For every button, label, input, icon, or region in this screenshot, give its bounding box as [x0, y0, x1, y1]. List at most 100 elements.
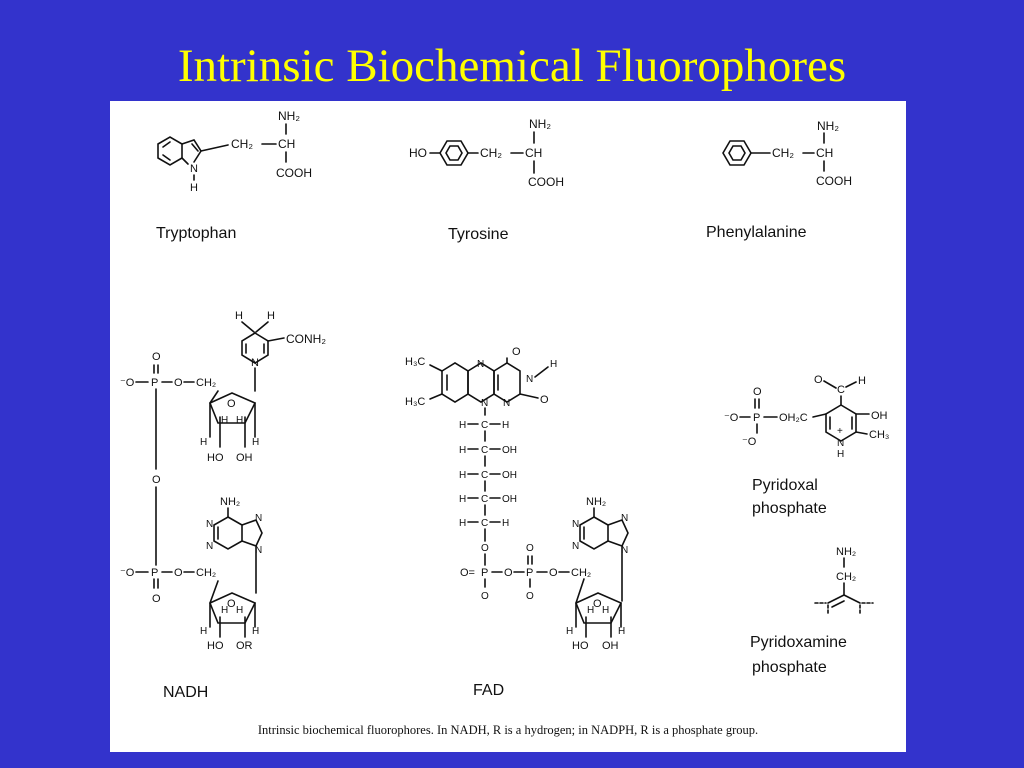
fad-o: O: [526, 543, 534, 554]
fad-h: H: [459, 518, 466, 529]
fad-p: P: [526, 567, 533, 579]
tryptophan-pyrrole-ring: [181, 139, 202, 163]
pyridoxal-p: P: [753, 412, 760, 424]
nadh-h: H: [200, 437, 207, 448]
fad-label: FAD: [473, 682, 504, 699]
nadh-n: N: [255, 513, 262, 524]
figure-caption: Intrinsic biochemical fluorophores. In N…: [257, 723, 759, 737]
fad-ribityl-chain: H C H H C OH H C OH H C OH H: [459, 420, 517, 542]
pyridoxal-bond: [812, 413, 827, 418]
tryptophan-inner-bond: [191, 143, 199, 152]
nadh-ch2: CH₂: [196, 377, 216, 389]
fad-n: N: [621, 545, 628, 556]
fad-bond: [575, 578, 585, 604]
pyridoxal-h: H: [858, 375, 866, 387]
nadh-h: H: [221, 605, 228, 616]
tryptophan-ring-bond: [181, 157, 189, 165]
tryptophan-ch: CH: [278, 137, 295, 151]
fad-h: H: [502, 420, 509, 431]
fad-oh: OH: [502, 494, 517, 505]
fad-h: H: [618, 626, 625, 637]
fad-h: H: [566, 626, 573, 637]
phenylalanine-inner-ring: [728, 145, 746, 161]
pyridoxamine-ring-fragment: [831, 600, 845, 608]
fad-h3c: H₃C: [405, 396, 425, 408]
nadh-bond: [209, 580, 219, 604]
nadh-n: N: [206, 541, 213, 552]
tyrosine-nh2: NH₂: [529, 117, 551, 131]
fad-n: N: [572, 519, 579, 530]
nadh-or: OR: [236, 640, 253, 652]
nadh-bond: [267, 337, 285, 342]
fad-nh2: NH₂: [586, 496, 606, 508]
fad-oh: OH: [502, 445, 517, 456]
pyridoxal-double-bond: [823, 380, 837, 389]
fad-o: O: [593, 598, 602, 610]
phenylalanine-nh2: NH₂: [817, 119, 839, 133]
nadh-o: O: [152, 474, 161, 486]
fad-c: C: [481, 470, 488, 481]
nadh-ribose-ring: [209, 592, 257, 624]
pyridoxal-o: O: [753, 386, 762, 398]
nadh-o: O: [227, 398, 236, 410]
fad-oh: OH: [502, 470, 517, 481]
fad-p: P: [481, 567, 488, 579]
phenylalanine-label: Phenylalanine: [706, 224, 807, 241]
nadh-p: P: [151, 377, 158, 389]
fad-oh: OH: [602, 640, 619, 652]
phenylalanine-ch: CH: [816, 146, 833, 160]
pyridoxamine-ring-fragment: [827, 594, 845, 604]
nadh-bond: [209, 390, 219, 404]
pyridoxamine-label-line2: phosphate: [752, 659, 827, 676]
pyridoxal-o-minus: ⁻O: [742, 436, 757, 448]
nadh-nh2: NH₂: [220, 496, 240, 508]
nadh-h: H: [252, 626, 259, 637]
fad-c: C: [481, 445, 488, 456]
fad-o: O: [481, 591, 489, 602]
fad-structure: H₃C H₃C N N N H O O N H C H H C: [405, 346, 629, 652]
pyridoxal-bond: [855, 431, 868, 435]
slide-title: Intrinsic Biochemical Fluorophores: [177, 40, 847, 92]
nadh-o-minus: ⁻O: [120, 377, 135, 389]
structures-diagram: N H CH₂ CH NH₂ COOH Tryptophan HO CH₂ CH…: [120, 109, 889, 701]
fad-ribose-ring: [575, 592, 623, 624]
fad-n: N: [572, 541, 579, 552]
fad-adenine-ring: [607, 519, 629, 547]
tryptophan-ch2: CH₂: [231, 137, 253, 151]
tryptophan-inner-bond: [162, 154, 171, 161]
pyridoxal-h: H: [837, 449, 844, 460]
nadh-o: O: [174, 567, 183, 579]
nadh-h: H: [221, 415, 228, 426]
pyridoxal-o: O: [814, 374, 823, 386]
nadh-ribose-ring: [209, 392, 257, 424]
tryptophan-benzene-ring: [157, 136, 183, 166]
nadh-oh: OH: [236, 452, 253, 464]
fad-o: O: [540, 394, 549, 406]
tyrosine-benzene-ring: [439, 140, 469, 166]
fad-h: H: [550, 359, 557, 370]
nadh-ch-bond: [255, 321, 269, 333]
phenylalanine-structure: CH₂ CH NH₂ COOH: [722, 119, 852, 188]
pyridoxamine-label-line1: Pyridoxamine: [750, 634, 847, 651]
tryptophan-nh2: NH₂: [278, 109, 300, 123]
fad-n: N: [481, 398, 488, 409]
fad-bond: [429, 364, 443, 372]
fad-ch2: CH₂: [571, 567, 591, 579]
phenylalanine-cooh: COOH: [816, 174, 852, 188]
pyridoxamine-ring-fragment: [843, 594, 861, 604]
fad-o: O: [504, 567, 513, 579]
nadh-h: H: [235, 310, 243, 322]
fad-ho: HO: [572, 640, 589, 652]
fad-c: C: [481, 420, 488, 431]
fad-h: H: [587, 605, 594, 616]
tyrosine-inner-ring: [445, 145, 463, 161]
nadh-label: NADH: [163, 684, 208, 701]
fad-o: O: [481, 543, 489, 554]
fad-isoalloxazine-ring: [441, 362, 469, 403]
nadh-o: O: [152, 351, 161, 363]
pyridoxal-oh2c: OH₂C: [779, 412, 808, 424]
tryptophan-structure: N H CH₂ CH NH₂ COOH: [157, 109, 312, 194]
fad-h: H: [459, 445, 466, 456]
tryptophan-n: N: [190, 163, 198, 175]
figure-panel: N H CH₂ CH NH₂ COOH Tryptophan HO CH₂ CH…: [110, 101, 906, 752]
